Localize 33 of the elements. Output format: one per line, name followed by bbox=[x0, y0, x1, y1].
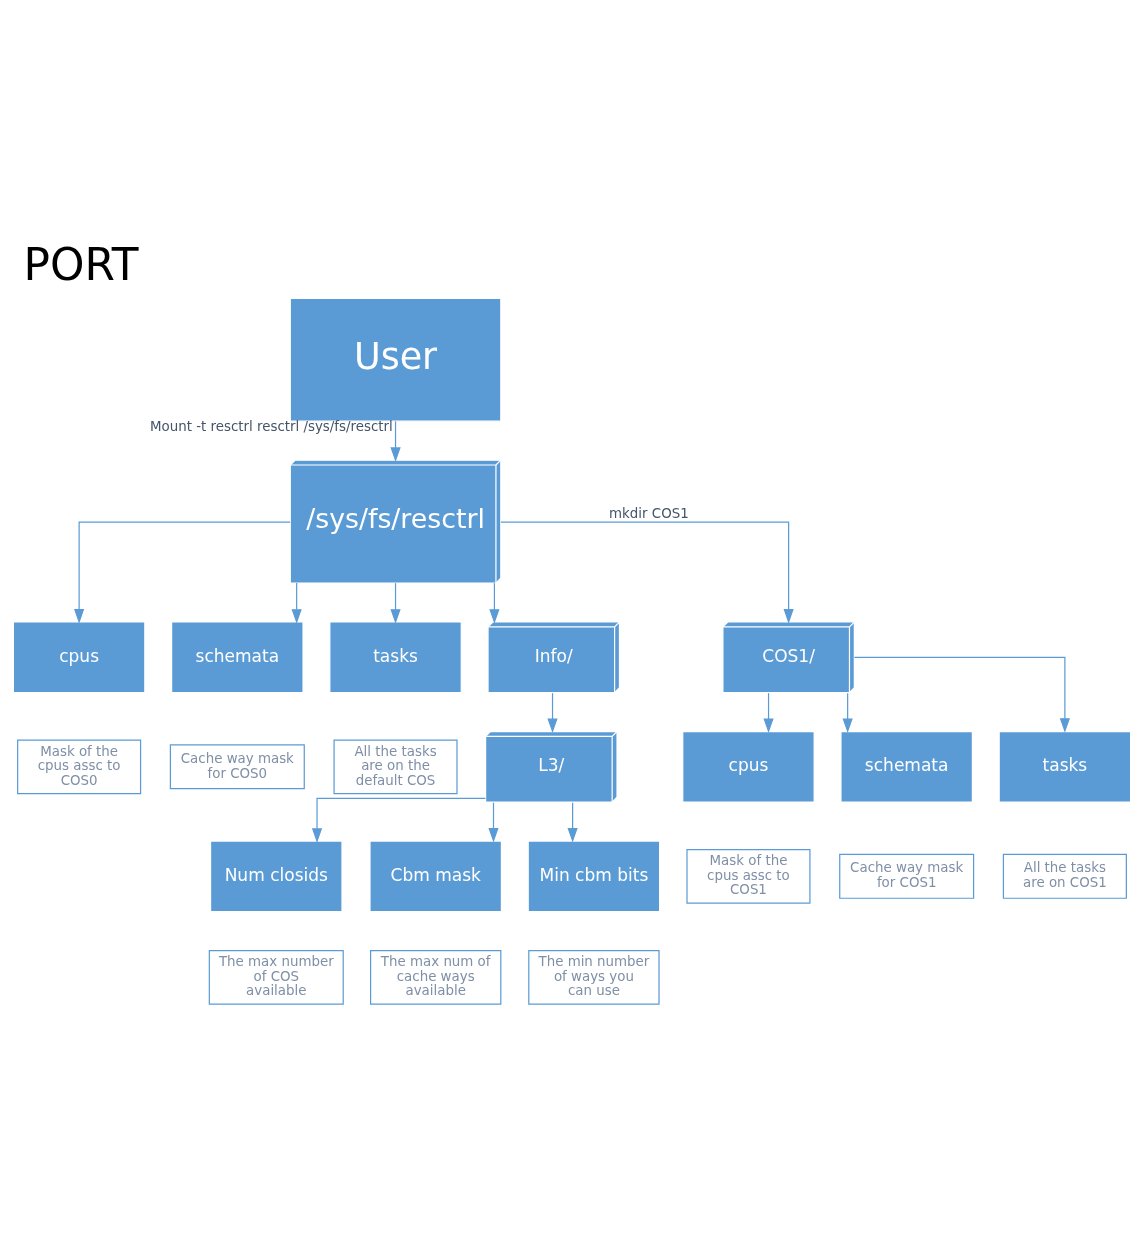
node-box: Cbm mask bbox=[369, 839, 503, 912]
node-box: All the tasks are on the default COS bbox=[333, 738, 458, 794]
arrow bbox=[291, 582, 302, 624]
node-box: Num closids bbox=[209, 839, 343, 912]
diagram-title: PORT bbox=[23, 238, 139, 290]
arrow bbox=[547, 692, 558, 733]
arrow bbox=[488, 801, 499, 843]
arrow bbox=[567, 801, 578, 843]
arrow bbox=[500, 521, 794, 624]
arrow bbox=[390, 582, 401, 624]
node-box: Mask of the cpus assc to COS1 bbox=[686, 848, 811, 904]
node-box: All the tasks are on COS1 bbox=[1002, 853, 1127, 899]
node-box: Mask of the cpus assc to COS0 bbox=[17, 738, 142, 794]
node-box: Cache way mask for COS0 bbox=[169, 743, 305, 789]
node-box: cpus bbox=[682, 730, 815, 803]
arrow bbox=[311, 797, 487, 843]
arrow bbox=[489, 582, 500, 624]
node-box: Cache way mask for COS1 bbox=[839, 853, 975, 899]
arrow bbox=[74, 521, 291, 624]
arrow bbox=[853, 656, 1070, 733]
edge-label: mkdir COS1 bbox=[609, 505, 689, 521]
arrow bbox=[763, 692, 774, 733]
node-box: schemata bbox=[171, 620, 304, 693]
arrow bbox=[390, 420, 401, 462]
node-box: Min cbm bits bbox=[527, 839, 661, 912]
node-box: cpus bbox=[12, 620, 146, 693]
node-box: tasks bbox=[329, 620, 462, 693]
node-box: The max num of cache ways available bbox=[369, 949, 502, 1005]
node-box: The max number of COS available bbox=[208, 949, 344, 1005]
node-box: tasks bbox=[998, 730, 1132, 803]
node-box: The min number of ways you can use bbox=[528, 949, 660, 1005]
arrow bbox=[842, 692, 853, 733]
node-box: schemata bbox=[840, 730, 973, 803]
